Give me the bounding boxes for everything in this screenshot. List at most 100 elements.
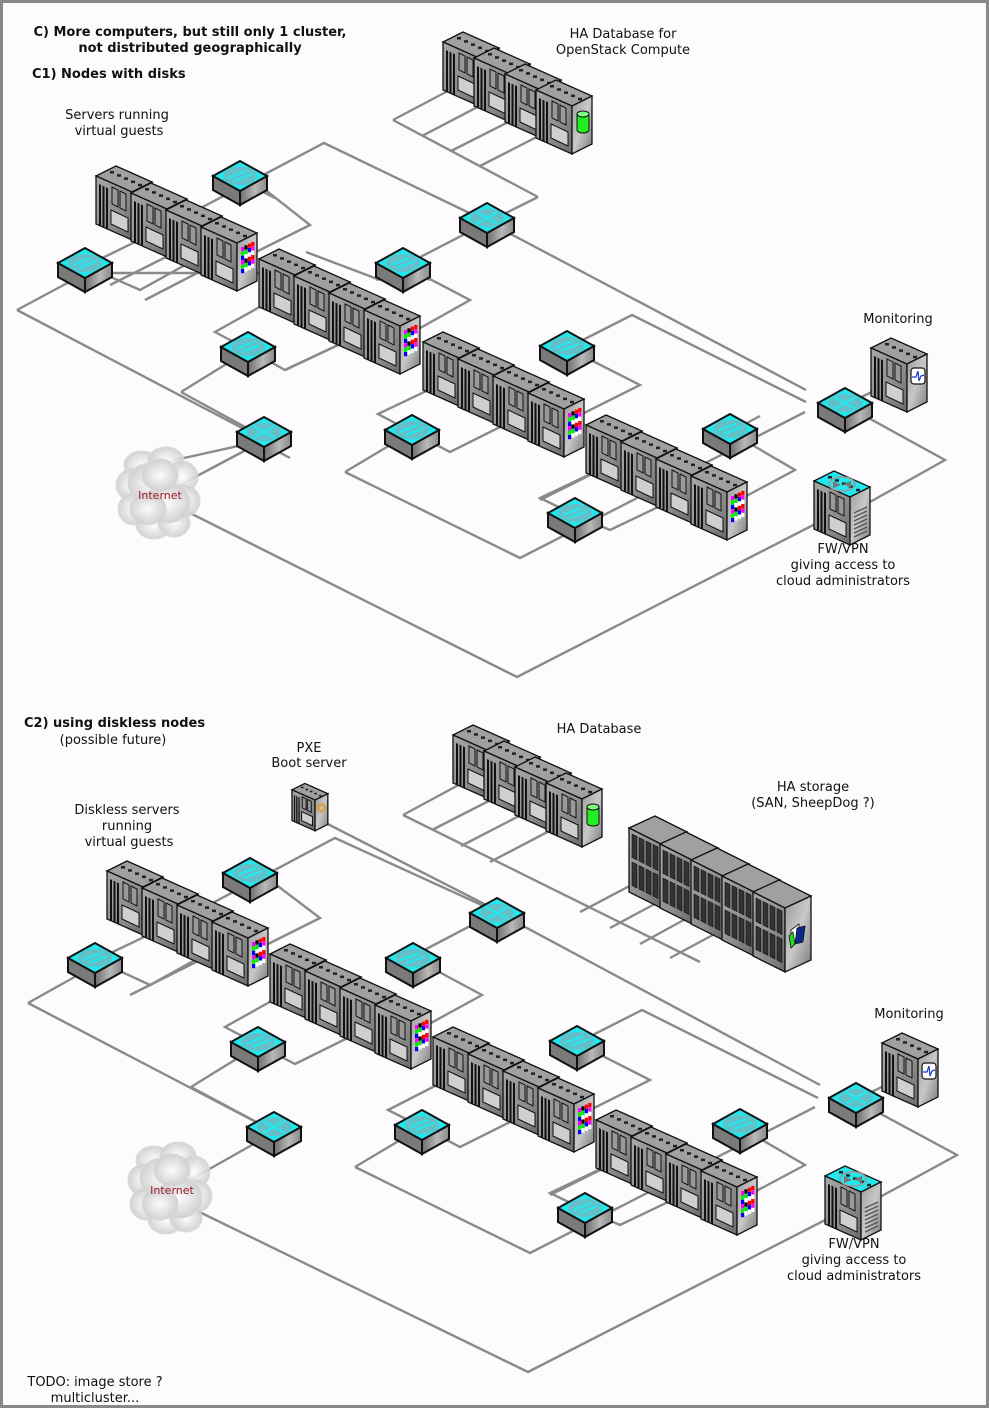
svg-text:multicluster...: multicluster... — [51, 1391, 140, 1406]
firewall-vpn-server[interactable] — [823, 1165, 883, 1242]
svg-text:OpenStack Compute: OpenStack Compute — [556, 43, 690, 58]
access-switch[interactable] — [373, 246, 433, 294]
access-switch[interactable] — [555, 1191, 615, 1239]
section2-monitoring-label: Monitoring — [874, 1007, 944, 1022]
vm-host-server[interactable] — [362, 299, 422, 376]
network-cable — [354, 1105, 816, 1255]
svg-text:FW/VPN: FW/VPN — [828, 1237, 879, 1252]
svg-text:cloud administrators: cloud administrators — [787, 1269, 921, 1284]
vm-host-server[interactable] — [199, 216, 259, 293]
core-router[interactable] — [457, 201, 517, 249]
svg-text:Servers running: Servers running — [65, 108, 169, 123]
diskless-host-server[interactable] — [536, 1077, 596, 1154]
diskless-host-server[interactable] — [699, 1160, 759, 1237]
section2-storage-label: HA storage (SAN, SheepDog ?) — [751, 780, 875, 811]
virtual-guests-icon — [568, 407, 582, 440]
router-arrows-icon — [839, 1089, 873, 1107]
edge-router[interactable] — [244, 1110, 304, 1158]
db-server-with-database[interactable] — [544, 772, 604, 849]
db-server-with-database[interactable] — [534, 79, 594, 156]
section2-subheading: (possible future) — [60, 733, 167, 748]
monitoring-server[interactable] — [869, 337, 929, 414]
internet-cloud[interactable]: Internet — [127, 1141, 213, 1235]
svg-text:giving access to: giving access to — [791, 558, 896, 573]
vm-host-server[interactable] — [689, 465, 749, 542]
access-switch[interactable] — [392, 1108, 452, 1156]
diskless-host-server[interactable] — [210, 911, 270, 988]
router-arrows-icon — [257, 1118, 291, 1136]
firewall-vpn-server[interactable] — [812, 470, 872, 547]
virtual-guests-icon — [241, 241, 255, 274]
management-router[interactable] — [826, 1081, 886, 1129]
switch-arrows-icon — [405, 1116, 439, 1134]
monitoring-server[interactable] — [880, 1032, 940, 1109]
switch-arrows-icon — [68, 254, 102, 272]
svg-text:PXE: PXE — [297, 741, 322, 756]
section1-servers-label: Servers running virtual guests — [65, 108, 169, 139]
svg-text:Diskless servers: Diskless servers — [74, 803, 179, 818]
pxe-boot-server[interactable] — [290, 782, 330, 832]
edge-router[interactable] — [234, 415, 294, 463]
svg-text:HA Database for: HA Database for — [570, 27, 677, 42]
network-cable — [854, 1098, 960, 1199]
router-arrows-icon — [470, 209, 504, 227]
virtual-guests-icon — [578, 1102, 592, 1135]
access-switch[interactable] — [700, 412, 760, 460]
switch-arrows-icon — [723, 1115, 757, 1133]
switch-arrows-icon — [233, 864, 267, 882]
storage-volume-icon — [788, 923, 806, 949]
switch-arrows-icon — [231, 338, 265, 356]
network-cable — [179, 506, 824, 679]
management-router[interactable] — [815, 386, 875, 434]
access-switch[interactable] — [228, 1025, 288, 1073]
svg-text:running: running — [102, 819, 152, 834]
network-cable — [184, 1203, 836, 1374]
access-switch[interactable] — [383, 941, 443, 989]
access-switch[interactable] — [545, 496, 605, 544]
firewall-icon — [839, 1171, 879, 1233]
section1-fw-label: FW/VPN giving access to cloud administra… — [776, 542, 910, 589]
diskless-host-server[interactable] — [175, 894, 235, 971]
svg-text:virtual guests: virtual guests — [85, 835, 174, 850]
network-cable — [344, 410, 806, 560]
title-line-2: not distributed geographically — [78, 41, 302, 56]
internet-label: Internet — [138, 489, 182, 502]
svg-text:virtual guests: virtual guests — [75, 124, 164, 139]
router-arrows-icon — [828, 394, 862, 412]
switch-arrows-icon — [395, 421, 429, 439]
access-switch[interactable] — [220, 856, 280, 904]
network-cable — [487, 220, 807, 392]
core-router[interactable] — [467, 896, 527, 944]
access-switch[interactable] — [65, 941, 125, 989]
router-arrows-icon — [480, 904, 514, 922]
section2-heading: C2) using diskless nodes — [24, 716, 205, 731]
internet-cloud[interactable]: Internet — [115, 446, 201, 540]
title-line-1: C) More computers, but still only 1 clus… — [33, 25, 346, 40]
access-switch[interactable] — [547, 1024, 607, 1072]
section1-monitoring-label: Monitoring — [863, 312, 933, 327]
virtual-guests-icon — [404, 324, 418, 357]
access-switch[interactable] — [537, 329, 597, 377]
access-switch[interactable] — [218, 330, 278, 378]
storage-node-main[interactable] — [751, 879, 813, 974]
section2-servers-label: Diskless servers running virtual guests — [74, 803, 179, 850]
access-switch[interactable] — [710, 1107, 770, 1155]
access-switch[interactable] — [55, 246, 115, 294]
switch-arrows-icon — [550, 337, 584, 355]
virtual-guests-icon — [415, 1019, 429, 1052]
diskless-host-server[interactable] — [373, 994, 433, 1071]
access-switch[interactable] — [382, 413, 442, 461]
network-cable — [566, 313, 807, 404]
svg-text:HA storage: HA storage — [777, 780, 849, 795]
switch-arrows-icon — [396, 949, 430, 967]
switch-arrows-icon — [223, 167, 257, 185]
vm-host-server[interactable] — [526, 382, 586, 459]
access-switch[interactable] — [210, 159, 270, 207]
svg-text:(SAN, SheepDog ?): (SAN, SheepDog ?) — [751, 796, 875, 811]
footer-todo: TODO: image store ? multicluster... — [26, 1375, 162, 1406]
header-title: C) More computers, but still only 1 clus… — [33, 25, 346, 56]
gear-icon — [316, 802, 327, 813]
virtual-guests-icon — [252, 936, 266, 969]
firewall-icon — [828, 476, 868, 538]
